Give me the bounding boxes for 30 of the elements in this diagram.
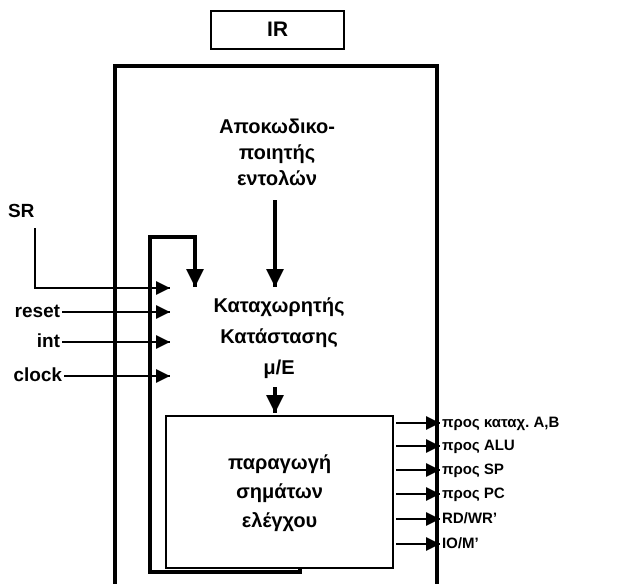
arrow <box>148 235 302 574</box>
signal-label: προς PC <box>442 484 505 504</box>
arrow <box>396 416 440 430</box>
box-label: παραγωγή σημάτων ελέγχου <box>226 450 332 534</box>
signal-label: προς ALU <box>442 436 515 456</box>
unit-box <box>113 64 439 584</box>
arrow <box>62 305 170 319</box>
arrow <box>62 335 170 349</box>
arrow <box>396 463 440 477</box>
signal-label: IO/M’ <box>442 534 479 554</box>
signal-label: RD/WR’ <box>442 508 497 529</box>
arrow <box>396 439 440 453</box>
signal-label: SR <box>8 200 34 224</box>
signal-label: int <box>36 330 60 354</box>
arrow <box>396 487 440 501</box>
register-box <box>210 10 345 50</box>
arrow <box>266 387 284 413</box>
signal-label: προς καταχ. A,B <box>442 412 560 433</box>
arrow <box>64 369 170 383</box>
signal-label: προς SP <box>442 460 504 480</box>
signal-label: reset <box>14 300 60 324</box>
arrow <box>266 200 284 287</box>
control-box <box>165 415 394 569</box>
box-label: IR <box>267 17 288 44</box>
arrow <box>34 228 170 295</box>
arrow <box>396 512 440 526</box>
register-label: μ/Ε <box>263 356 295 380</box>
decoder-label: Αποκωδικο-ποιητής εντολών <box>218 115 336 192</box>
arrow <box>396 537 440 551</box>
signal-label: clock <box>13 364 62 388</box>
